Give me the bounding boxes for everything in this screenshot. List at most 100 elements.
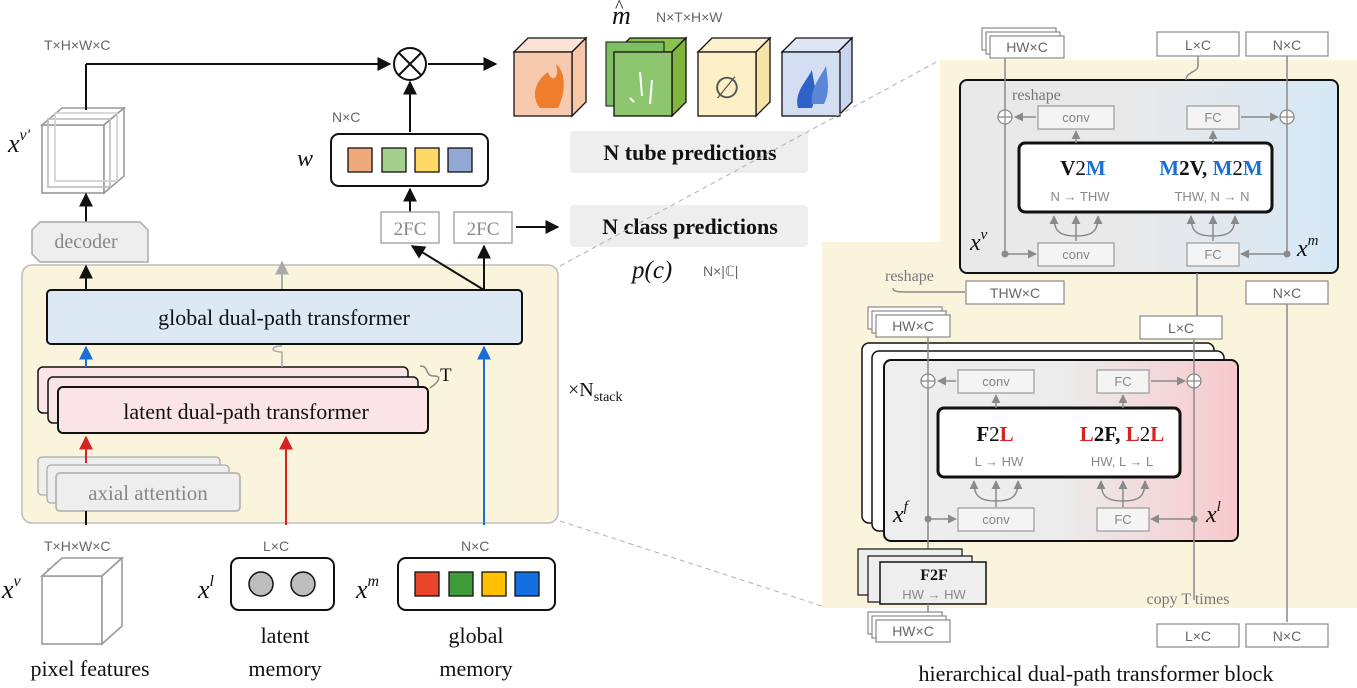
l2f-sub: HW, L → L [1091,454,1153,469]
latent-loop-gray [272,345,283,367]
mem-cell-red [414,571,440,597]
fc-top-upper [1186,105,1240,130]
svg-text:THW×C: THW×C [990,285,1040,301]
caption-pixel-features: pixel features [30,656,149,681]
class-predictions-badge [570,205,808,247]
empty-set-symbol: ∅ [714,72,740,105]
t-label: T [440,365,452,386]
hwc-top-label: HW×C [1006,39,1048,55]
svg-text:L×C: L×C [1185,37,1211,53]
svg-text:conv: conv [1062,110,1090,125]
svg-text:N×C: N×C [1273,285,1301,301]
svg-text:conv: conv [982,374,1010,389]
zoom-connector-bottom [559,520,823,607]
axial-attention-label: axial attention [88,481,208,505]
dim-latent-label: L×C [263,538,289,554]
global-memory-box [397,557,556,611]
lc-mid-tag [1139,315,1223,340]
svg-text:FC: FC [1204,110,1221,125]
reshape-top-label: reshape [1012,87,1061,104]
tube-predictions-badge [570,131,808,173]
arrow-global-to-fc1 [410,245,485,291]
nstack-label: ×Nstack [568,379,623,405]
latent-memory-box [230,557,335,611]
w-cell-blue [447,147,473,173]
svg-text:L×C: L×C [1168,320,1194,336]
w-cell-orange [347,147,373,173]
global-attention-box [1017,141,1274,214]
fc-bottom-lower [1096,507,1150,532]
v2m-sub: N → THW [1051,189,1111,204]
l2f-label: L2F, L2L [1080,422,1164,446]
conv-bottom-upper [1037,242,1115,267]
m-hat-accent: ^ [615,0,624,16]
svg-text:FC: FC [1114,374,1131,389]
svg-text:L×C: L×C [1185,628,1211,644]
hwc-mid-stack [867,306,951,338]
mem-cell-green [448,571,474,597]
svg-text:2FC: 2FC [394,219,427,240]
decoder-block: decoder [31,221,149,263]
lc-bottom-tag [1156,623,1240,648]
dim-global-label: N×C [461,538,489,554]
mask-cube-empty [696,36,772,118]
f2l-label: F2L [976,422,1013,446]
hwc-bottom-stack [867,611,951,643]
svg-text:conv: conv [1062,247,1090,262]
svg-text:N tube predictions: N tube predictions [603,140,777,165]
hwc-mid-label: HW×C [892,318,934,334]
w-dim-label: N×C [332,109,360,125]
fc-box-1 [380,211,440,244]
w-cell-yellow [414,147,440,173]
pc-dim-label: N×|ℂ| [703,263,738,279]
mask-cube-blue [780,36,854,118]
svg-text:conv: conv [982,512,1010,527]
v2m-label: V2M [1060,156,1106,180]
reshape-mid-label: reshape [885,268,934,285]
xv-upper-label: xv [969,227,988,256]
w-label: w [297,146,313,172]
svg-text:global dual-path transformer: global dual-path transformer [158,305,410,330]
f2l-sub: L → HW [975,454,1024,469]
zoom-connector-top [559,59,941,267]
caption-latent-1: latent [261,623,310,648]
fc-bottom-upper [1186,242,1240,267]
dim-top-label: T×H×W×C [44,37,111,53]
svg-text:FC: FC [1114,512,1131,527]
latent-dual-path-label: latent dual-path transformer [123,399,369,424]
mask-cube-orange [512,36,588,118]
conv-top-upper [1037,105,1115,130]
xm-label: xm [355,573,379,604]
latent-token-2 [290,571,316,597]
svg-text:FC: FC [1204,247,1221,262]
xm-upper-label: xm [1296,233,1319,262]
svg-text:N×C: N×C [1273,37,1301,53]
caption-latent-2: memory [248,656,321,681]
global-dual-path-block [46,289,523,345]
svg-text:decoder: decoder [54,231,118,253]
caption-global-1: global [449,623,504,648]
mask-cube-green [605,36,688,118]
svg-text:N class predictions: N class predictions [602,214,778,239]
conv-bottom-lower [957,507,1035,532]
m2v-label: M2V, M2M [1159,156,1263,180]
xl-lower-label: xl [1205,499,1221,528]
mask-dim-label: N×T×H×W [656,9,723,25]
caption-global-2: memory [439,656,512,681]
m2v-sub: THW, N → N [1174,189,1249,204]
latent-stack [37,366,429,434]
f2f-sub: HW → HW [902,587,966,602]
caption-hierarchical-block: hierarchical dual-path transformer block [919,661,1274,686]
xv-label: xv [1,573,22,604]
xf-label: xf [892,499,910,528]
mem-cell-blue [514,571,540,597]
xl-label: xl [197,573,215,604]
pc-label: p(c) [630,257,672,284]
decoded-pixel-cube [39,106,127,195]
w-box [330,133,489,187]
fc-top-lower [1096,369,1150,394]
dim-pixel-label: T×H×W×C [44,538,111,554]
svg-text:N×C: N×C [1273,628,1301,644]
thwc-tag [965,280,1065,305]
